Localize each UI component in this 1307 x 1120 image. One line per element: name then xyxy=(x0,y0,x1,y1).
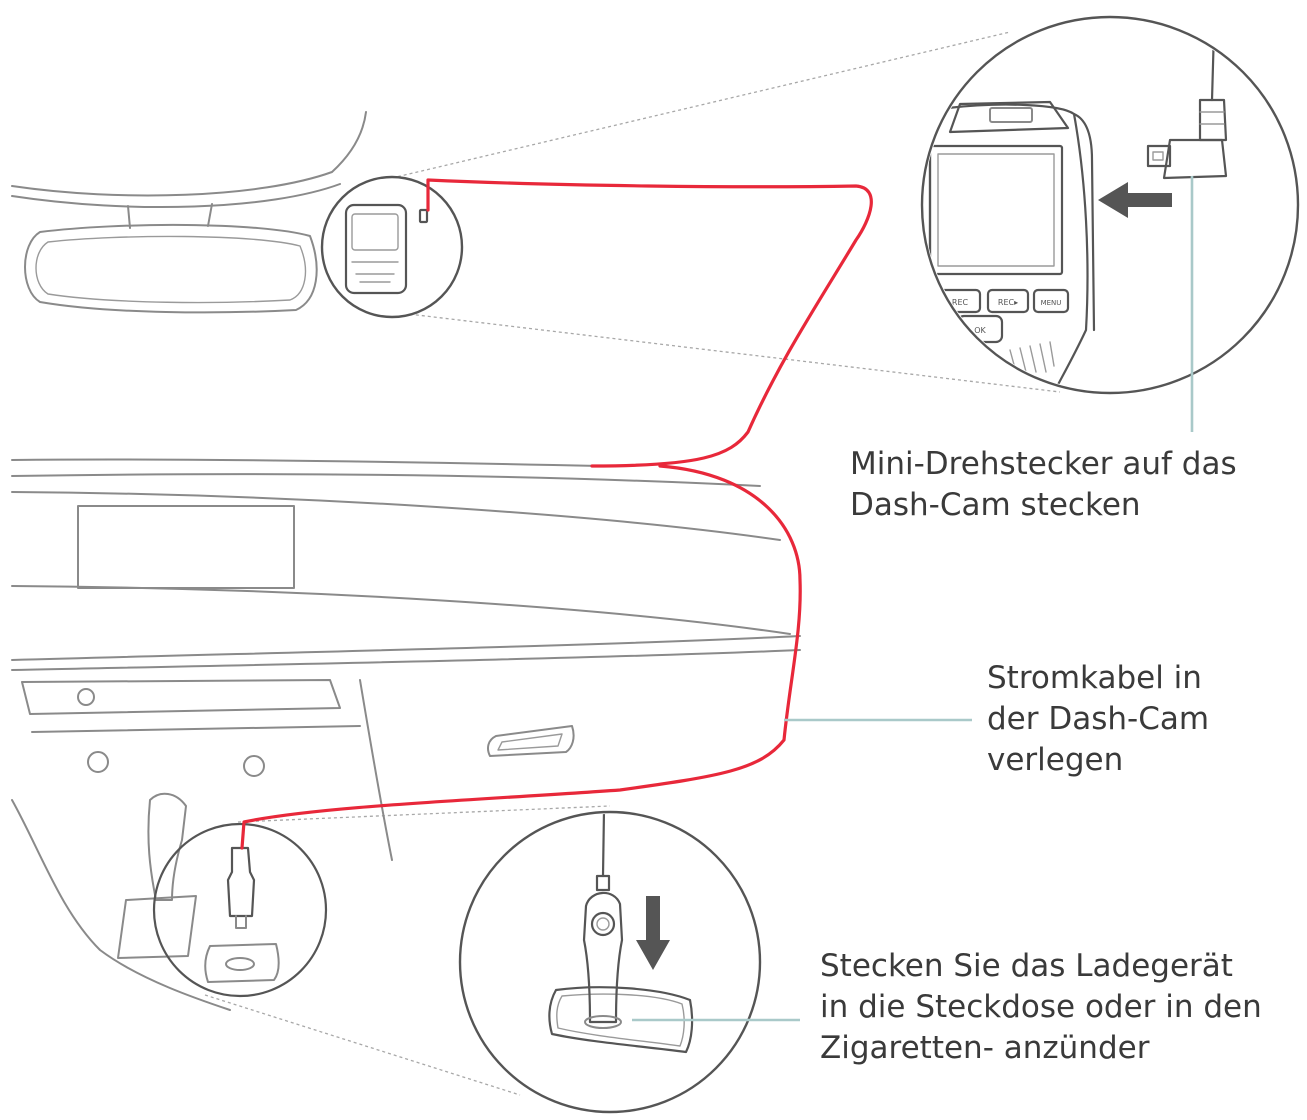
plug-small xyxy=(226,846,256,918)
dash-top-line-2 xyxy=(11,473,761,487)
dash-panel-front xyxy=(11,635,801,661)
console-knob-1 xyxy=(77,688,95,706)
gear-base xyxy=(117,895,197,959)
guide-line-top-lower xyxy=(391,311,1061,393)
plug-strain-relief xyxy=(1198,98,1228,142)
glovebox-handle xyxy=(487,725,575,757)
rear-view-mirror xyxy=(11,111,367,314)
dash-mid-line xyxy=(11,491,781,541)
mirror-outer xyxy=(24,223,318,314)
camera-top-ridge xyxy=(948,100,1070,134)
camera-body-outline xyxy=(928,103,1089,391)
guide-line-top-upper xyxy=(391,31,1011,179)
power-cable-route xyxy=(240,178,873,850)
center-console-upper xyxy=(21,679,341,715)
console-side xyxy=(11,799,231,1011)
charger-cable-detail xyxy=(601,814,606,878)
camera-speaker-grille xyxy=(1009,341,1055,373)
windshield-top-edge xyxy=(11,111,367,197)
small-camera-circle xyxy=(320,175,464,319)
socket-small xyxy=(204,943,280,983)
camera-button-label-2: REC▸ xyxy=(998,298,1018,307)
dashboard xyxy=(11,458,801,1011)
socket-area-circle xyxy=(152,822,328,998)
camera-button-label-4: MENU xyxy=(1041,299,1062,307)
mirror-mount xyxy=(127,203,213,229)
insert-arrow-left xyxy=(1098,182,1172,218)
console-knob-2 xyxy=(87,751,109,773)
camera-button-label-3: OK xyxy=(974,326,986,335)
dash-lower-line xyxy=(11,585,791,635)
infotainment-screen xyxy=(77,505,295,589)
dash-top-line xyxy=(11,458,601,467)
callout-mini-plug: Mini-Drehstecker auf das Dash-Cam stecke… xyxy=(850,446,1237,523)
camera-button-label-1: REC xyxy=(952,298,969,307)
dash-panel-front-2 xyxy=(11,649,801,671)
console-knob-3 xyxy=(243,755,265,777)
guide-line-bottom-upper xyxy=(237,805,611,823)
callout-charger: Stecken Sie das Ladegerät in die Steckdo… xyxy=(820,948,1262,1066)
windshield-second-edge xyxy=(11,183,341,209)
charger-plug xyxy=(582,891,624,1024)
callout-power-cable: Stromkabel in der Dash-Cam verlegen xyxy=(987,660,1210,778)
gear-lever xyxy=(147,792,187,901)
mirror-inner xyxy=(35,235,307,304)
glovebox-handle-inner xyxy=(497,733,563,751)
socket-plate xyxy=(548,986,694,1054)
plug-small-tip xyxy=(235,915,247,929)
insert-arrow-down xyxy=(636,896,670,970)
center-console-lower xyxy=(31,679,393,861)
mini-plug-detail-circle: REC REC▸ OK MENU xyxy=(920,15,1300,395)
guide-line-bottom-lower xyxy=(204,994,521,1096)
charger-detail-circle xyxy=(458,810,762,1114)
camera-screen xyxy=(928,144,1064,276)
camera-side xyxy=(1072,112,1096,332)
magnification-guide-lines xyxy=(204,31,1061,1096)
leader-lines xyxy=(632,176,1194,1022)
